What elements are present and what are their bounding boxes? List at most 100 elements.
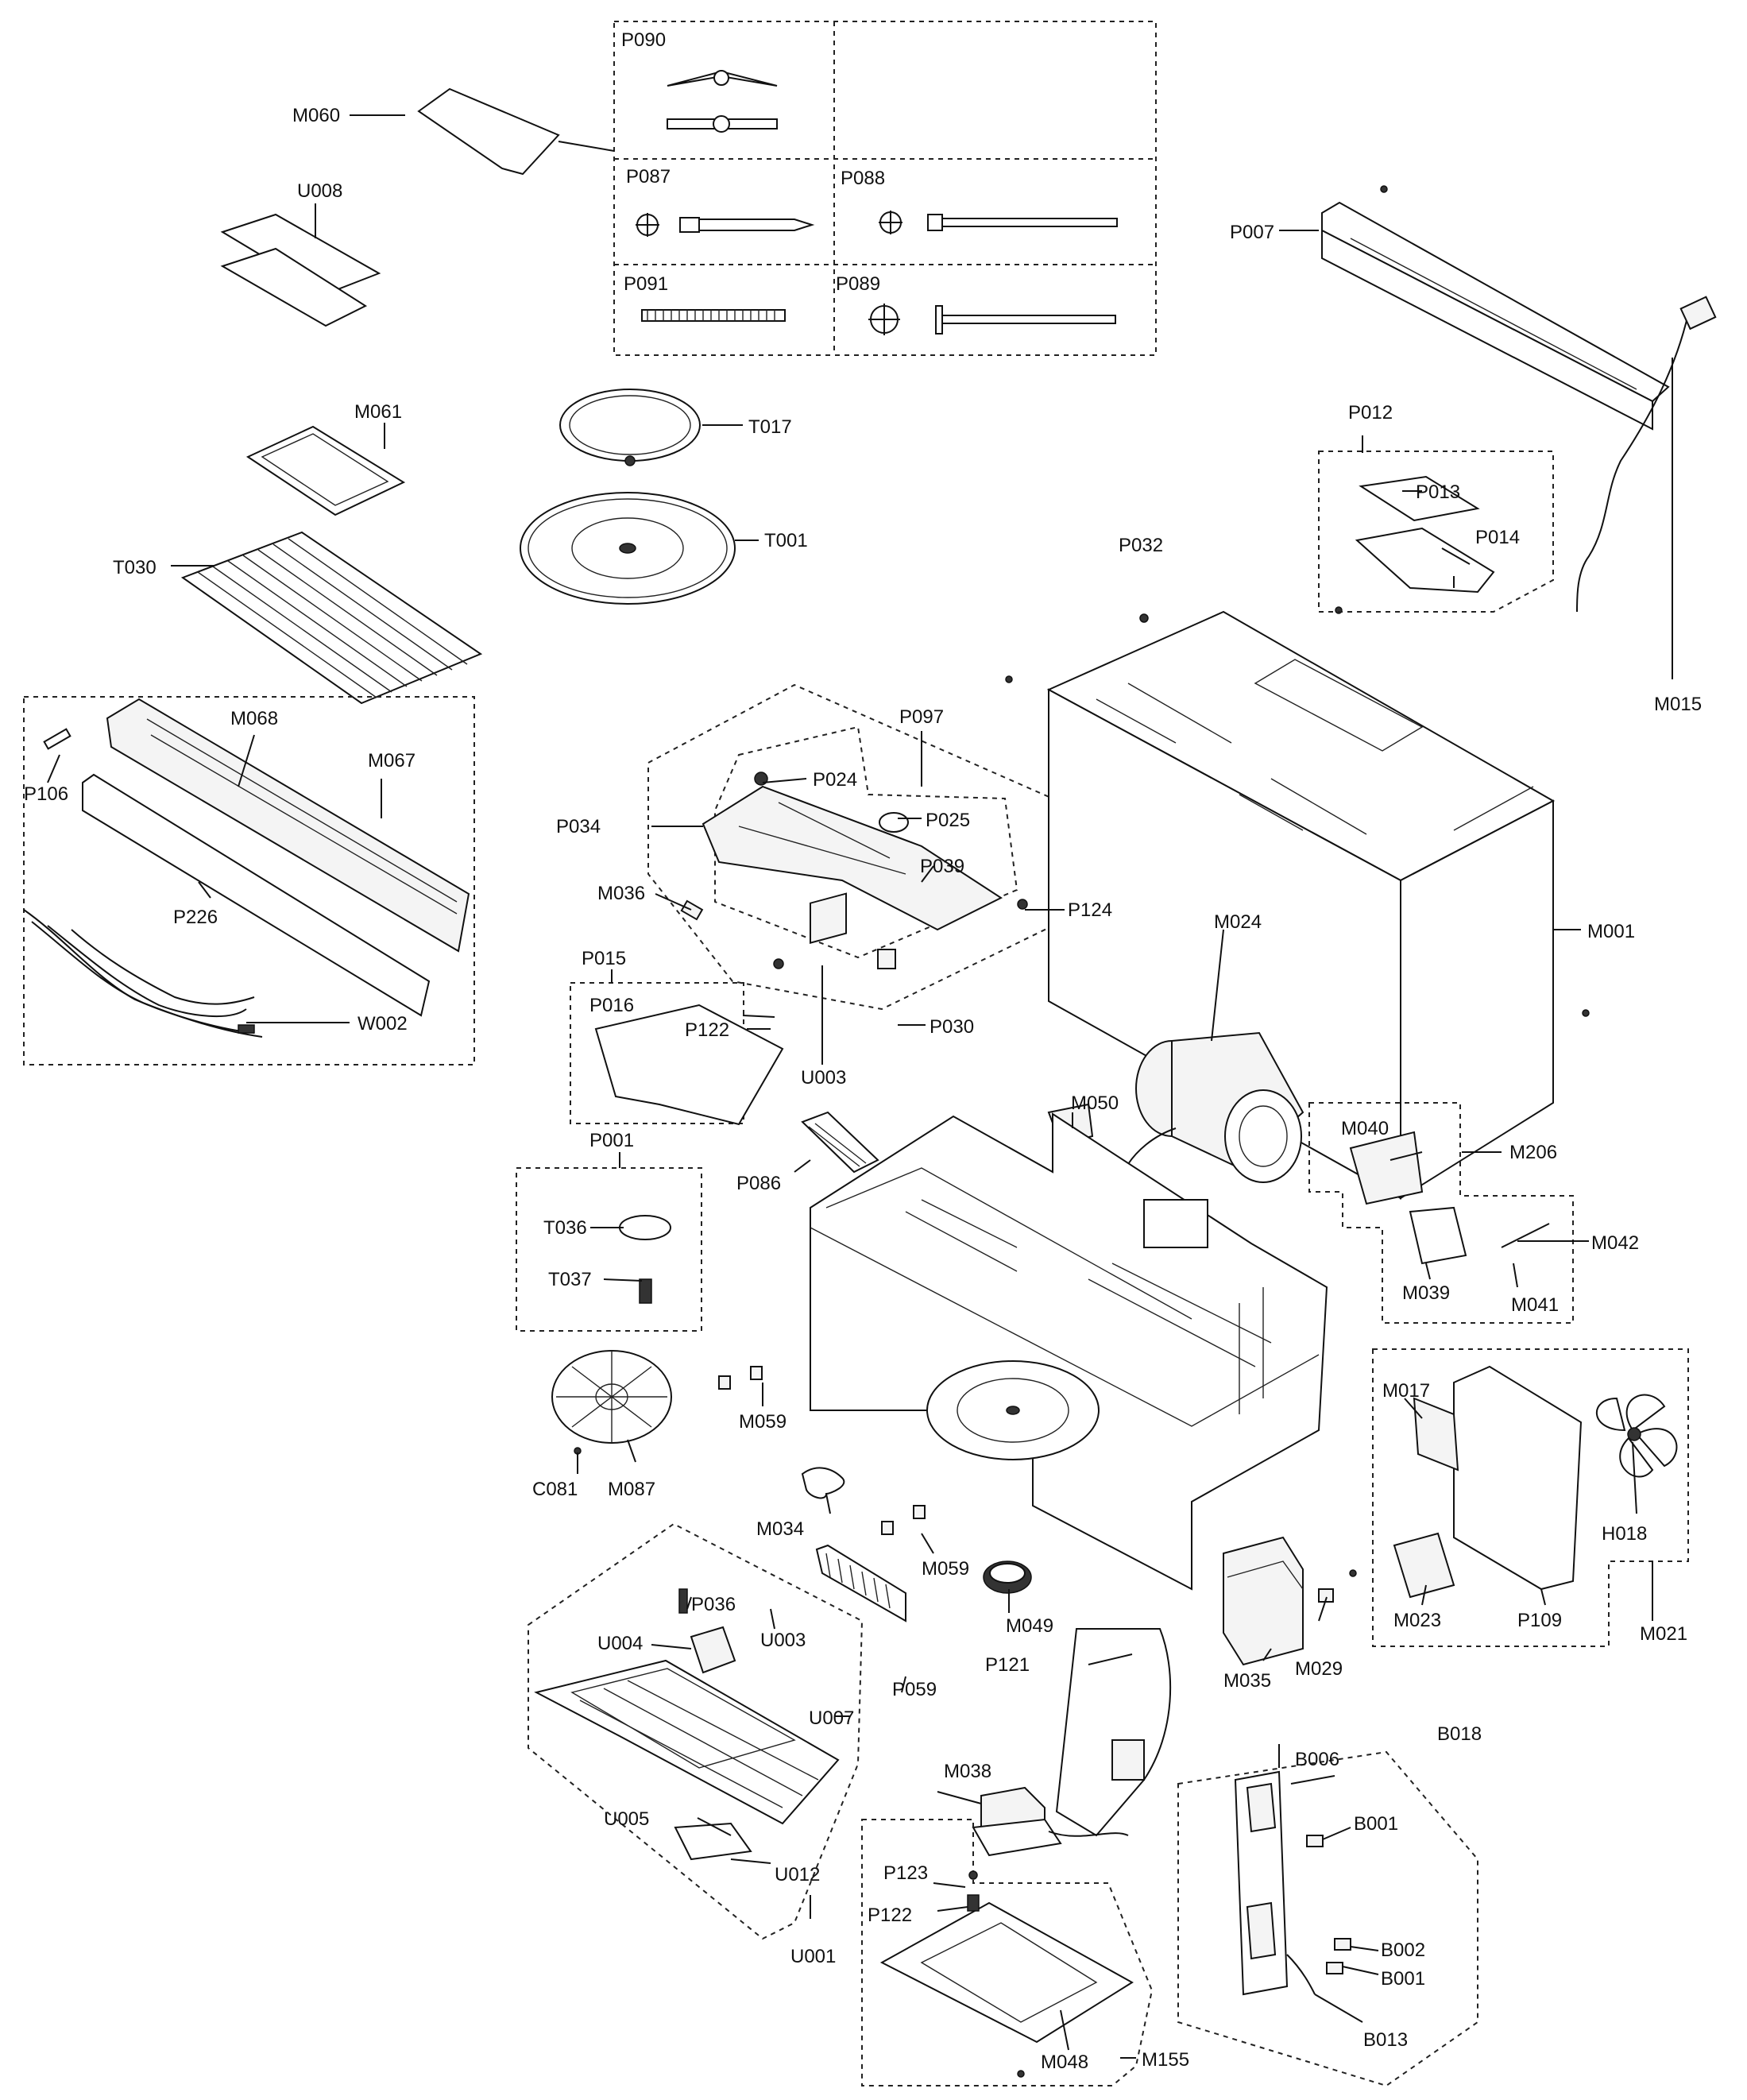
label-m050: M050 [1071,1093,1119,1114]
label-m041: M041 [1511,1294,1559,1316]
label-p001: P001 [589,1130,634,1151]
label-u003a: U003 [801,1067,846,1089]
label-u005: U005 [604,1808,649,1830]
power-cord [1576,296,1717,613]
label-p012: P012 [1348,402,1393,423]
label-b013: B013 [1363,2029,1408,2051]
mesh-panel [815,1544,906,1622]
label-m024: M024 [1214,911,1262,933]
label-u003b: U003 [760,1630,806,1651]
label-p030: P030 [930,1016,974,1038]
coupler [619,1215,671,1240]
fan-motor [1393,1532,1455,1599]
fan-bracket [1453,1365,1583,1591]
label-t017: T017 [748,416,792,438]
base-plate [879,1901,1134,2044]
vent-damper-box [1318,451,1554,613]
label-m023: M023 [1393,1610,1441,1631]
label-p024: P024 [813,769,857,791]
hardware-kit-table [613,21,1157,356]
label-m015: M015 [1654,694,1702,715]
parts-bag [417,87,560,176]
label-p088: P088 [841,168,885,189]
capacitor-bracket [1349,1131,1424,1205]
label-p097: P097 [899,706,944,728]
stirrer [551,1350,672,1455]
label-m206: M206 [1509,1142,1557,1163]
label-m061: M061 [354,401,402,423]
label-p106: P106 [24,783,68,805]
label-m029: M029 [1295,1658,1343,1680]
label-m059b: M059 [922,1558,969,1580]
charcoal-filter [245,425,406,516]
label-m035: M035 [1223,1670,1271,1692]
label-p109: P109 [1517,1610,1562,1631]
label-h018: H018 [1602,1523,1647,1545]
label-m067: M067 [368,750,415,772]
label-p123: P123 [883,1862,928,1884]
label-p087: P087 [626,166,671,188]
bracket-assembly-outline [647,683,1066,1011]
transformer [972,1786,1129,1857]
label-p090: P090 [621,29,666,51]
label-p122a: P122 [685,1019,729,1041]
label-p124: P124 [1068,899,1112,921]
label-p007: P007 [1230,222,1274,243]
label-m060: M060 [292,105,340,126]
label-p025: P025 [926,810,970,831]
fan-motor-bracket [1413,1397,1459,1472]
label-p036: P036 [691,1594,736,1615]
damper-box [570,982,744,1124]
label-p226: P226 [173,907,218,928]
part-labels: P090 P087 P088 P091 P089 M060 U008 P007 … [24,29,1702,2073]
air-duct [1055,1628,1172,1837]
grease-filter-2 [220,247,368,327]
lamp-socket [690,1626,736,1674]
coupler-shaft [801,1467,845,1499]
lamp-assembly-outline [528,1522,864,1940]
label-p015: P015 [582,948,626,969]
grille-assembly-box [23,696,475,1065]
roller-ring [559,389,701,462]
label-t001: T001 [764,530,808,551]
turntable-motor-box [516,1167,702,1332]
label-p089: P089 [836,273,880,295]
label-m068: M068 [230,708,278,729]
lamp-lens [674,1822,752,1861]
label-m001: M001 [1587,921,1635,942]
leader-lines [47,114,1673,2059]
label-b001b: B001 [1381,1968,1425,1990]
label-m040: M040 [1341,1118,1389,1139]
damper [594,1004,784,1126]
label-p032: P032 [1119,535,1163,556]
grille-panel [82,773,431,1017]
label-m021: M021 [1640,1623,1687,1645]
label-u004: U004 [597,1633,643,1654]
label-m042: M042 [1591,1232,1639,1254]
fan-assembly-box [1372,1348,1689,1647]
label-p121: P121 [985,1654,1030,1676]
bottom-plate [534,1659,840,1825]
label-t030: T030 [113,557,157,578]
label-c081: C081 [532,1479,578,1500]
blower-motor [1127,1031,1304,1183]
wire-harness [23,909,263,1038]
label-p039: P039 [920,856,964,877]
label-b018: B018 [1437,1723,1482,1745]
label-p091: P091 [624,273,668,295]
mounting-rail [1321,185,1670,431]
label-m087: M087 [608,1479,655,1500]
label-u001: U001 [790,1946,836,1967]
wire-rack [180,531,483,705]
label-t037: T037 [548,1269,592,1290]
label-p014: P014 [1475,527,1520,548]
label-m039: M039 [1402,1282,1450,1304]
interlock-box [1177,1750,1478,2087]
label-u008: U008 [297,180,342,202]
label-m034: M034 [756,1518,804,1540]
label-p059: P059 [892,1679,937,1700]
label-p086: P086 [736,1173,781,1194]
label-m048: M048 [1041,2052,1088,2073]
